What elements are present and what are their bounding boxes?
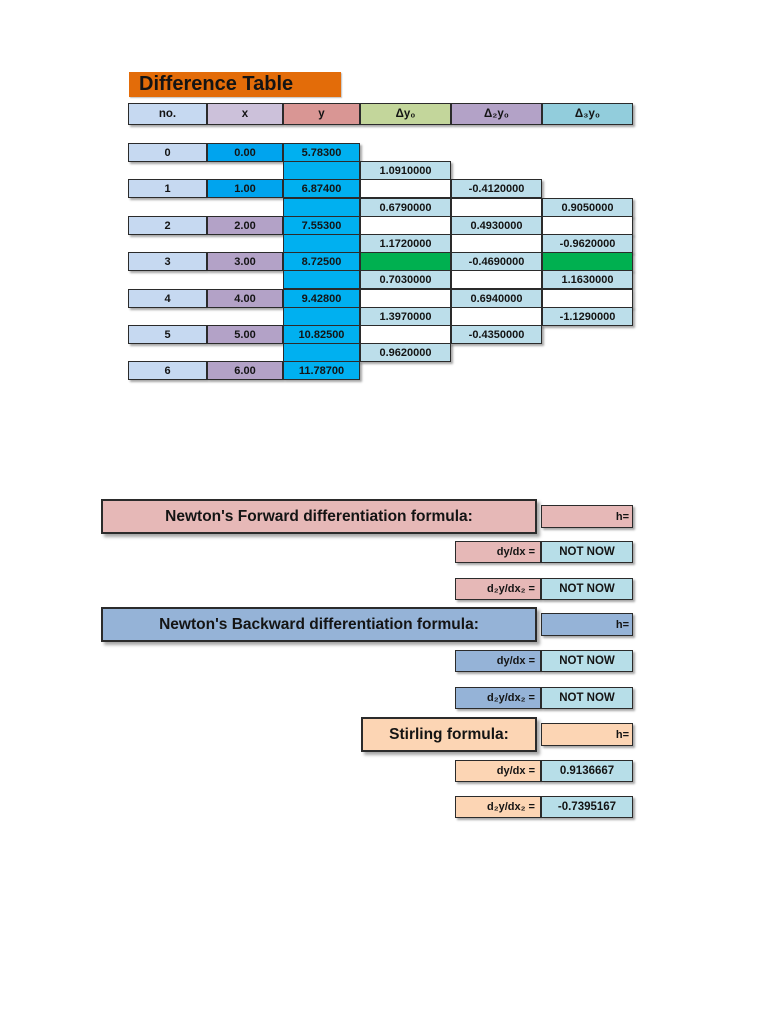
- stirling-dydx-value: 0.9136667: [541, 760, 633, 782]
- table-cell: [283, 198, 360, 217]
- table-cell: 0.7030000: [360, 270, 451, 289]
- table-cell: 6.00: [207, 361, 283, 380]
- table-cell: [542, 216, 633, 235]
- table-cell: [283, 234, 360, 253]
- header-cell: Δy₀: [360, 103, 451, 125]
- table-cell: -1.1290000: [542, 307, 633, 326]
- forward-d2ydx2-label: d₂y/dx₂ =: [455, 578, 541, 600]
- table-cell: 0.6790000: [360, 198, 451, 217]
- table-cell: 6: [128, 361, 207, 380]
- stirling-d2ydx2-value: -0.7395167: [541, 796, 633, 818]
- table-cell: 0.00: [207, 143, 283, 162]
- table-cell: [451, 234, 542, 253]
- header-cell: no.: [128, 103, 207, 125]
- table-cell: 1.00: [207, 179, 283, 198]
- table-cell: 6.87400: [283, 179, 360, 198]
- table-cell: 0.6940000: [451, 289, 542, 308]
- stirling-section-title: Stirling formula:: [361, 717, 537, 752]
- table-cell: 3.00: [207, 252, 283, 271]
- table-cell: [542, 289, 633, 308]
- header-cell: Δ₃y₀: [542, 103, 633, 125]
- table-cell: -0.9620000: [542, 234, 633, 253]
- table-cell: 4: [128, 289, 207, 308]
- backward-dydx-label: dy/dx =: [455, 650, 541, 672]
- backward-d2ydx2-label: d₂y/dx₂ =: [455, 687, 541, 709]
- table-cell: [283, 270, 360, 289]
- table-cell: 9.42800: [283, 289, 360, 308]
- table-cell: [360, 252, 451, 271]
- table-cell: 0: [128, 143, 207, 162]
- table-cell: 3: [128, 252, 207, 271]
- table-cell: 1.3970000: [360, 307, 451, 326]
- backward-d2ydx2-value: NOT NOW: [541, 687, 633, 709]
- table-cell: 11.78700: [283, 361, 360, 380]
- forward-section-title: Newton's Forward differentiation formula…: [101, 499, 537, 534]
- table-cell: 0.4930000: [451, 216, 542, 235]
- forward-dydx-value: NOT NOW: [541, 541, 633, 563]
- table-cell: 2.00: [207, 216, 283, 235]
- table-cell: 1.0910000: [360, 161, 451, 180]
- table-cell: 0.9050000: [542, 198, 633, 217]
- table-cell: 5: [128, 325, 207, 344]
- stirling-dydx-label: dy/dx =: [455, 760, 541, 782]
- table-cell: [360, 179, 451, 198]
- table-cell: 7.55300: [283, 216, 360, 235]
- table-cell: 1: [128, 179, 207, 198]
- table-cell: [283, 343, 360, 362]
- table-cell: 4.00: [207, 289, 283, 308]
- table-cell: -0.4120000: [451, 179, 542, 198]
- forward-dydx-label: dy/dx =: [455, 541, 541, 563]
- table-cell: [360, 325, 451, 344]
- page-title: Difference Table: [129, 72, 341, 97]
- table-cell: [283, 161, 360, 180]
- header-cell: x: [207, 103, 283, 125]
- table-cell: -0.4690000: [451, 252, 542, 271]
- table-cell: [360, 289, 451, 308]
- table-cell: 1.1720000: [360, 234, 451, 253]
- table-cell: [451, 307, 542, 326]
- backward-h-label: h=: [541, 613, 633, 636]
- stirling-h-label: h=: [541, 723, 633, 746]
- table-cell: [542, 252, 633, 271]
- table-cell: [451, 270, 542, 289]
- table-cell: 5.78300: [283, 143, 360, 162]
- stirling-d2ydx2-label: d₂y/dx₂ =: [455, 796, 541, 818]
- table-cell: 1.1630000: [542, 270, 633, 289]
- table-cell: [283, 307, 360, 326]
- table-cell: 5.00: [207, 325, 283, 344]
- header-cell: Δ₂y₀: [451, 103, 542, 125]
- table-cell: 8.72500: [283, 252, 360, 271]
- table-cell: [360, 216, 451, 235]
- table-cell: 2: [128, 216, 207, 235]
- forward-d2ydx2-value: NOT NOW: [541, 578, 633, 600]
- backward-section-title: Newton's Backward differentiation formul…: [101, 607, 537, 642]
- header-cell: y: [283, 103, 360, 125]
- table-cell: -0.4350000: [451, 325, 542, 344]
- table-cell: 0.9620000: [360, 343, 451, 362]
- table-cell: [451, 198, 542, 217]
- forward-h-label: h=: [541, 505, 633, 528]
- table-cell: 10.82500: [283, 325, 360, 344]
- backward-dydx-value: NOT NOW: [541, 650, 633, 672]
